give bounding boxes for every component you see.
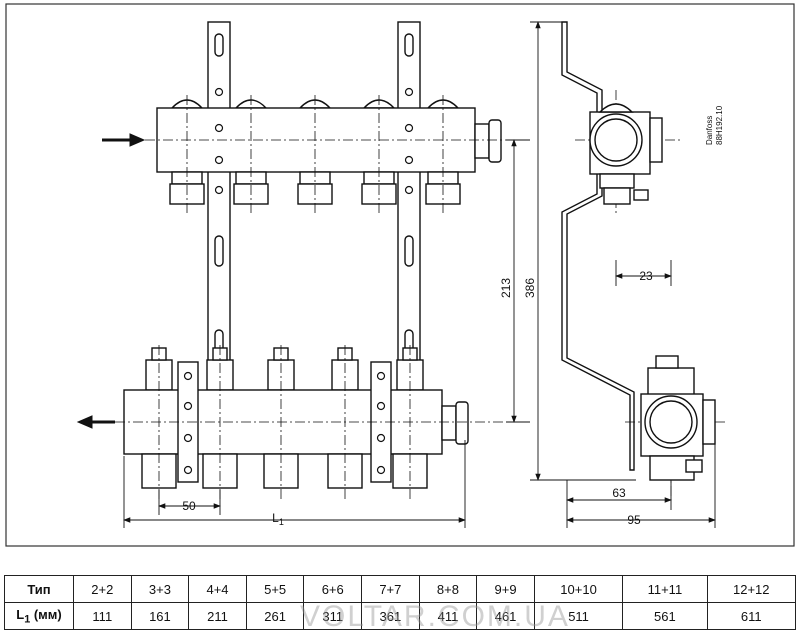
length-cell: 261 (245, 602, 305, 630)
dimension-lines (123, 21, 716, 528)
bracket-right (397, 21, 421, 373)
brand-code: 88H192.10 (715, 105, 724, 145)
length-cell: 111 (73, 602, 132, 630)
dim-height-total-label: 386 (523, 278, 537, 298)
length-cell: 311 (303, 602, 363, 630)
dim-height-inner-label: 213 (499, 278, 513, 298)
dim-spacing-label: 50 (182, 499, 196, 513)
type-cell: 7+7 (361, 575, 420, 603)
type-cell: 6+6 (303, 575, 363, 603)
type-cell: 9+9 (476, 575, 535, 603)
supply-end-cap (488, 119, 502, 163)
length-cell: 461 (476, 602, 535, 630)
type-cell: 4+4 (188, 575, 247, 603)
dim-depth-63-label: 63 (612, 486, 626, 500)
supply-outlets (169, 171, 461, 205)
length-cell: 611 (706, 602, 797, 630)
length-cell: 511 (533, 602, 624, 630)
return-end-cap (455, 401, 469, 445)
spec-table: Тип 2+2 3+3 4+4 5+5 6+6 7+7 8+8 9+9 10+1… (4, 575, 797, 630)
type-cell: 2+2 (73, 575, 132, 603)
type-cell: 11+11 (622, 575, 708, 603)
flow-arrows (76, 133, 146, 429)
length-cell: 211 (188, 602, 247, 630)
dimension-labels: 50 L1 213 386 23 63 95 Danfoss 88H192.10 (182, 105, 724, 527)
type-row: Тип 2+2 3+3 4+4 5+5 6+6 7+7 8+8 9+9 10+1… (4, 575, 797, 603)
type-cell: 8+8 (418, 575, 478, 603)
bracket-left (207, 21, 231, 373)
type-row-label: Тип (4, 575, 74, 603)
screws (183, 87, 414, 475)
brand-name: Danfoss (705, 116, 714, 145)
type-cell: 10+10 (533, 575, 624, 603)
length-row: L1 (мм) 111 161 211 261 311 361 411 461 … (4, 602, 797, 630)
type-cell: 5+5 (245, 575, 305, 603)
length-cell: 411 (418, 602, 478, 630)
manifold-technical-drawing: 50 L1 213 386 23 63 95 Danfoss 88H192.10 (5, 3, 795, 547)
length-cell: 561 (622, 602, 708, 630)
front-view (123, 21, 502, 489)
dim-depth-95-label: 95 (627, 513, 641, 527)
length-cell: 161 (130, 602, 190, 630)
type-cell: 3+3 (130, 575, 190, 603)
dim-offset-label: 23 (639, 269, 653, 283)
wall-bracket-profile (561, 21, 635, 471)
type-cell: 12+12 (706, 575, 797, 603)
length-row-label: L1 (мм) (4, 602, 74, 630)
drawing-frame (5, 3, 795, 547)
dim-length-label: L1 (272, 511, 284, 527)
length-cell: 361 (361, 602, 420, 630)
side-view (561, 21, 716, 481)
